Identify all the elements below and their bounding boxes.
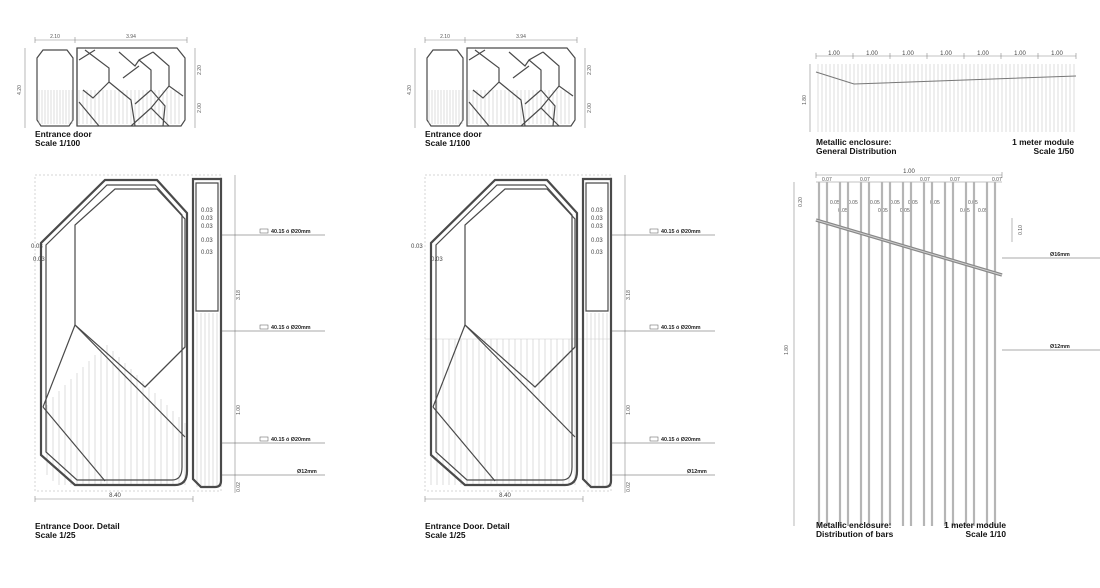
small-dim-3: 0.03 bbox=[591, 224, 603, 230]
callout-bar: Ø12mm bbox=[1050, 344, 1070, 350]
callout-bar-1: 40.15 ó Ø20mm bbox=[271, 229, 311, 235]
top-dim-3: 1.00 bbox=[902, 51, 914, 57]
top-dim-5: 1.00 bbox=[977, 51, 989, 57]
callout-bar-1: 40.15 ó Ø20mm bbox=[661, 229, 701, 235]
caption-scale: Scale 1/100 bbox=[35, 138, 81, 148]
small-dim-2: 0.03 bbox=[201, 216, 213, 222]
row2-dim-7: 0.05 bbox=[900, 208, 910, 214]
callout-bar-3: 40.15 ó Ø20mm bbox=[271, 437, 311, 443]
row2-dim-2: 0.05 bbox=[838, 208, 848, 214]
small-dim-2: 0.03 bbox=[591, 216, 603, 222]
dim-right-bottom: 2.00 bbox=[587, 103, 593, 113]
small-door-bars bbox=[428, 90, 570, 124]
enclosure-bars-drawing: 1.00 0.07 0.07 0.07 0.07 0.07 0.05 0.05 … bbox=[784, 169, 1100, 539]
top-dim-2: 1.00 bbox=[866, 51, 878, 57]
callout-bar-2: 40.15 ó Ø20mm bbox=[271, 325, 311, 331]
dim-left-top: 0.20 bbox=[798, 197, 804, 207]
caption-right-scale: Scale 1/10 bbox=[965, 529, 1006, 539]
caption-left-title: Metallic enclosure: bbox=[816, 520, 891, 530]
caption-left-subtitle: General Distribution bbox=[816, 146, 897, 156]
dim-top-left: 2.10 bbox=[440, 34, 450, 40]
row1-dim-4: 0.07 bbox=[950, 177, 960, 183]
caption-right-scale: Scale 1/50 bbox=[1033, 146, 1074, 156]
enclosure-general-drawing: 1.00 1.00 1.00 1.00 1.00 1.00 1.00 1.80 … bbox=[802, 51, 1077, 156]
dim-right-1: 3.18 bbox=[236, 290, 242, 300]
dim-left: 4.20 bbox=[17, 85, 23, 95]
enclosure-bars bbox=[817, 64, 1075, 132]
row2-dim-4: 0.05 bbox=[870, 200, 880, 206]
dim-left: 4.20 bbox=[407, 85, 413, 95]
row2-dim-3: 0.05 bbox=[848, 200, 858, 206]
dim-right-bottom: 2.00 bbox=[197, 103, 203, 113]
dim-right-small: 0.10 bbox=[1018, 225, 1024, 235]
callout-rail: Ø16mm bbox=[1050, 252, 1070, 258]
caption-right-module: 1 meter module bbox=[1012, 137, 1074, 147]
small-dim-4: 0.03 bbox=[591, 238, 603, 244]
dim-right-3: 0.02 bbox=[236, 482, 242, 492]
caption-left-title: Metallic enclosure: bbox=[816, 137, 891, 147]
small-dim-1: 0.03 bbox=[201, 208, 213, 214]
caption-title: Entrance Door. Detail bbox=[35, 521, 120, 531]
dim-top-left: 2.10 bbox=[50, 34, 60, 40]
top-dim-7: 1.00 bbox=[1051, 51, 1063, 57]
dim-right-2: 1.00 bbox=[626, 405, 632, 415]
dim-top: 1.00 bbox=[903, 169, 915, 175]
dim-left: 1.80 bbox=[784, 345, 790, 355]
side-dim-2: 0.03 bbox=[33, 257, 45, 263]
row2-dim-6: 0.05 bbox=[890, 200, 900, 206]
caption-title: Entrance Door. Detail bbox=[425, 521, 510, 531]
small-door-drawing-1: 2.10 3.94 4.20 2.20 2.00 Entrance door S… bbox=[17, 34, 203, 148]
dim-bottom: 8.40 bbox=[109, 493, 121, 499]
top-dim-1: 1.00 bbox=[828, 51, 840, 57]
small-door-bars bbox=[38, 90, 180, 124]
dim-right-3: 0.02 bbox=[626, 482, 632, 492]
caption-title: Entrance door bbox=[35, 129, 93, 139]
door-detail-drawing-2: 0.03 0.03 0.03 0.03 0.03 0.03 0.03 3.18 … bbox=[411, 174, 715, 540]
enclosure-detail-bars bbox=[817, 182, 997, 526]
dim-top-right: 3.94 bbox=[126, 34, 136, 40]
side-dim-2: 0.03 bbox=[431, 257, 443, 263]
dim-bottom: 8.40 bbox=[499, 493, 511, 499]
top-dim-6: 1.00 bbox=[1014, 51, 1026, 57]
side-dim-1: 0.03 bbox=[411, 244, 423, 250]
small-dim-4: 0.03 bbox=[201, 238, 213, 244]
callout-bar-3: 40.15 ó Ø20mm bbox=[661, 437, 701, 443]
small-dim-5: 0.03 bbox=[591, 250, 603, 256]
door-detail-drawing-1: 0.03 0.03 0.03 0.03 0.03 0.03 0.03 3.18 … bbox=[31, 174, 325, 540]
side-dim-1: 0.03 bbox=[31, 244, 43, 250]
callout-bar-4: Ø12mm bbox=[297, 469, 317, 475]
caption-scale: Scale 1/25 bbox=[425, 530, 466, 540]
row2-dim-1: 0.05 bbox=[830, 200, 840, 206]
row1-dim-5: 0.07 bbox=[992, 177, 1002, 183]
row2-dim-9: 0.05 bbox=[930, 200, 940, 206]
caption-right-module: 1 meter module bbox=[944, 520, 1006, 530]
row1-dim-1: 0.07 bbox=[822, 177, 832, 183]
detail-bars-lower bbox=[46, 313, 218, 487]
top-dim-4: 1.00 bbox=[940, 51, 952, 57]
callout-bar-4: Ø12mm bbox=[687, 469, 707, 475]
dim-right-top: 2.20 bbox=[587, 65, 593, 75]
row1-dim-3: 0.07 bbox=[920, 177, 930, 183]
small-dim-3: 0.03 bbox=[201, 224, 213, 230]
caption-scale: Scale 1/25 bbox=[35, 530, 76, 540]
dim-right-2: 1.00 bbox=[236, 405, 242, 415]
small-door-drawing-2: 2.10 3.94 4.20 2.20 2.00 Entrance door S… bbox=[407, 34, 593, 148]
small-dim-1: 0.03 bbox=[591, 208, 603, 214]
row2-dim-8: 0.05 bbox=[908, 200, 918, 206]
caption-left-subtitle: Distribution of bars bbox=[816, 529, 894, 539]
detail-bars-lower bbox=[430, 313, 608, 487]
callout-bar-2: 40.15 ó Ø20mm bbox=[661, 325, 701, 331]
dim-left: 1.80 bbox=[802, 95, 808, 105]
row1-dim-2: 0.07 bbox=[860, 177, 870, 183]
dim-right-top: 2.20 bbox=[197, 65, 203, 75]
row2-dim-12: 0.05 bbox=[978, 208, 988, 214]
small-dim-5: 0.03 bbox=[201, 250, 213, 256]
dim-right-1: 3.18 bbox=[626, 290, 632, 300]
dim-top-right: 3.94 bbox=[516, 34, 526, 40]
caption-scale: Scale 1/100 bbox=[425, 138, 471, 148]
caption-title: Entrance door bbox=[425, 129, 483, 139]
